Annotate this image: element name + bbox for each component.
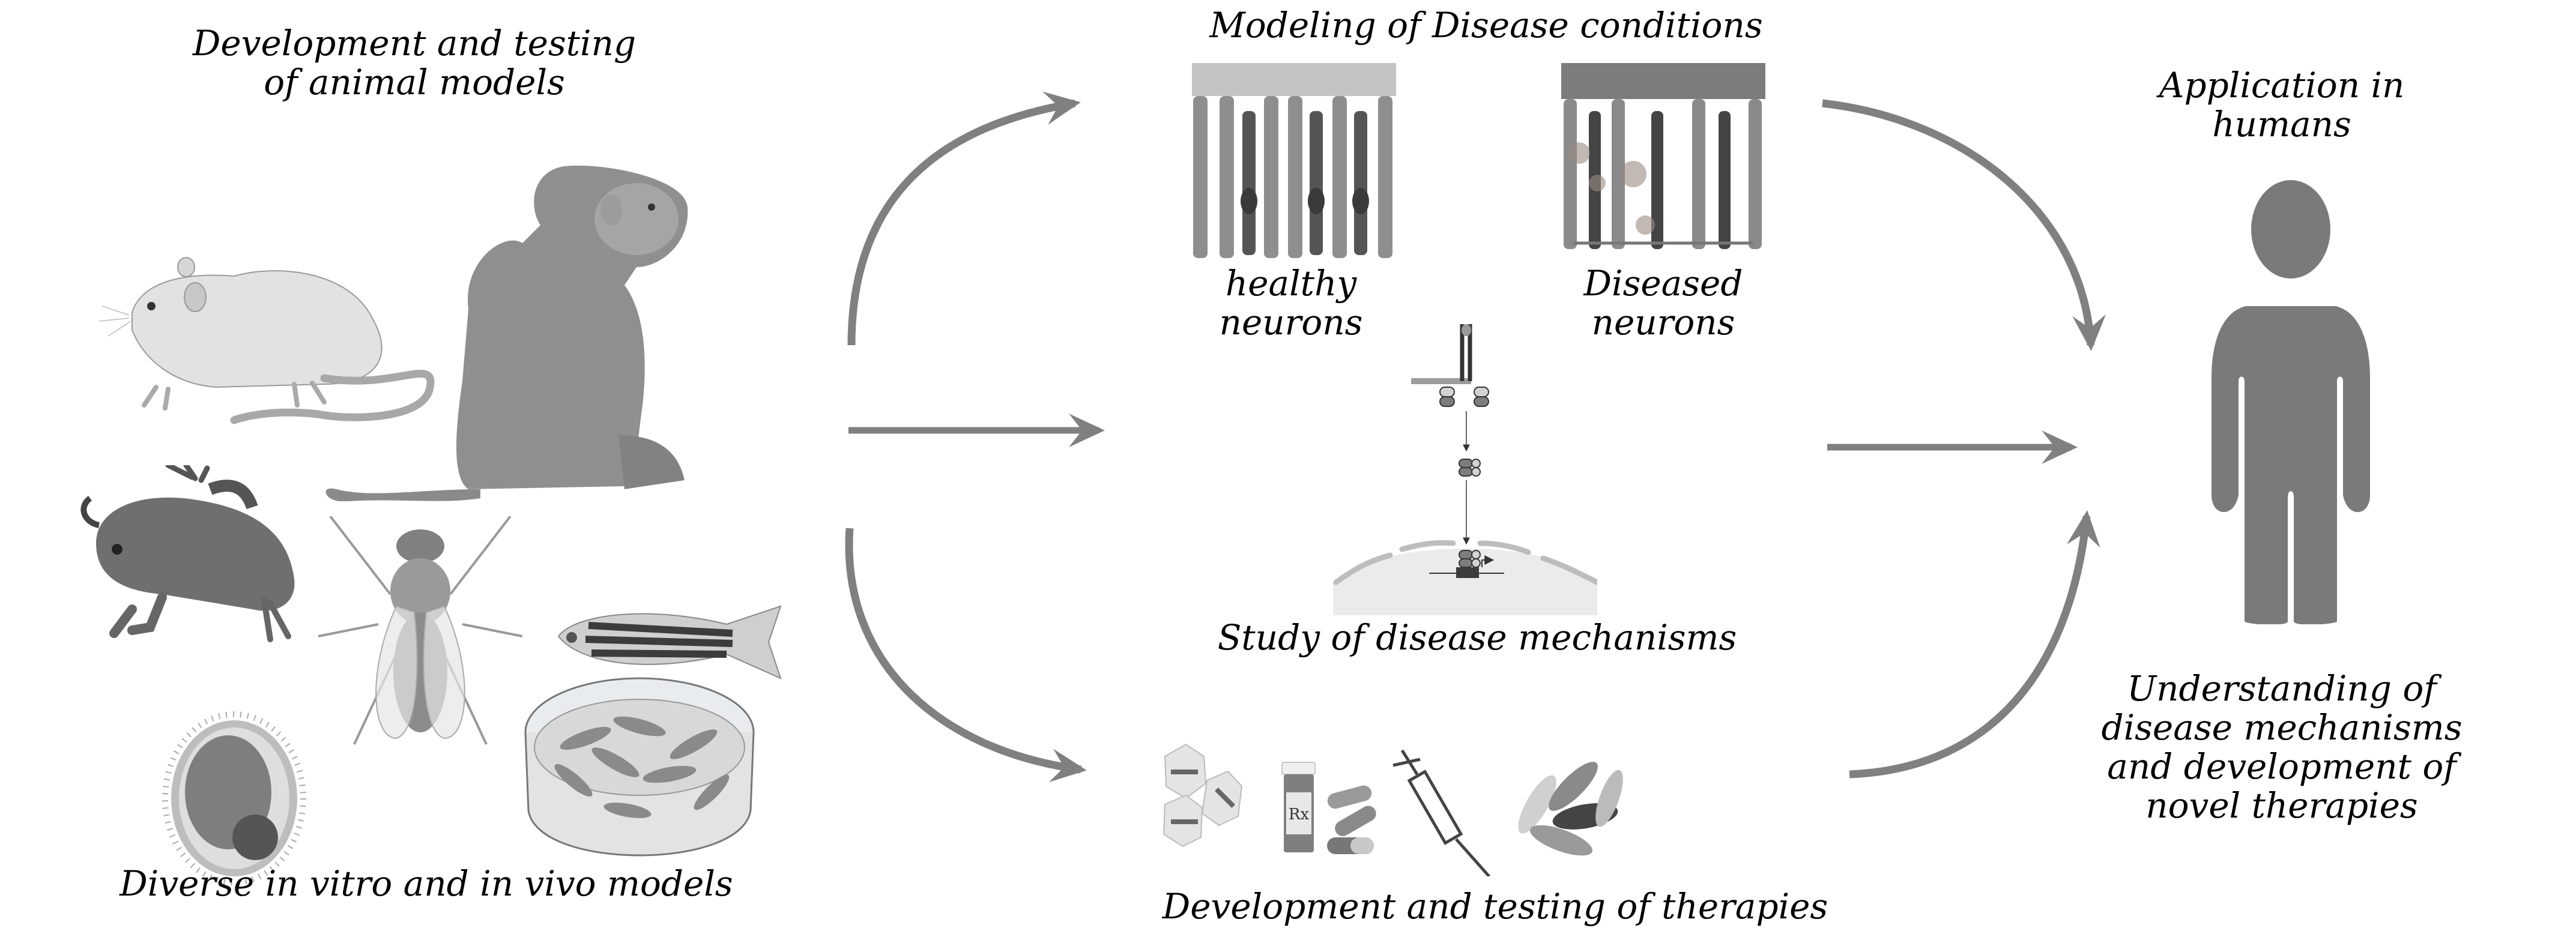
fruit-fly-illustration: [318, 516, 522, 745]
therapies-caption: Development and testing of therapies: [1162, 886, 1828, 927]
petri-dish-illustration: [524, 677, 755, 857]
modeling-title: Modeling of Disease conditions: [1209, 5, 1763, 46]
zebrafish-illustration: [557, 605, 782, 679]
syringe-icon: [1392, 749, 1490, 876]
diseased-neurons-illustration: [1561, 63, 1765, 249]
diseased-neurons-label: Diseased neurons: [1583, 263, 1743, 343]
viral-vector-icon: [1163, 743, 1243, 848]
mouse-illustration: [98, 257, 435, 424]
capsules-icon: [1327, 785, 1376, 854]
rx-bottle-icon: Rx: [1281, 762, 1316, 852]
mechanisms-caption: Study of disease mechanisms: [1217, 617, 1737, 658]
monkey-illustration: [325, 165, 688, 501]
right-panel-caption: Understanding of disease mechanisms and …: [2101, 668, 2463, 826]
arrow-modeling-to-humans: [1822, 99, 2106, 351]
cell-therapy-icon: [1518, 762, 1623, 856]
left-panel-caption: Diverse in vitro and in vivo models: [119, 863, 733, 904]
frog-illustration: [80, 465, 295, 642]
oocyte-illustration: [162, 711, 306, 885]
arrow-to-therapies: [845, 528, 1087, 783]
therapies-illustration: Rx: [1163, 743, 1623, 876]
signaling-pathway-illustration: [1333, 324, 1597, 615]
left-panel-title: Development and testing of animal models: [192, 23, 636, 103]
arrow-to-modeling: [847, 91, 1081, 346]
rx-label: Rx: [1289, 806, 1310, 824]
human-figure-icon: [2212, 180, 2370, 624]
arrow-therapies-to-humans: [1849, 510, 2100, 779]
right-panel-title: Application in humans: [2159, 65, 2405, 145]
healthy-neurons-label: healthy neurons: [1219, 263, 1363, 343]
healthy-neurons-illustration: [1192, 63, 1396, 258]
